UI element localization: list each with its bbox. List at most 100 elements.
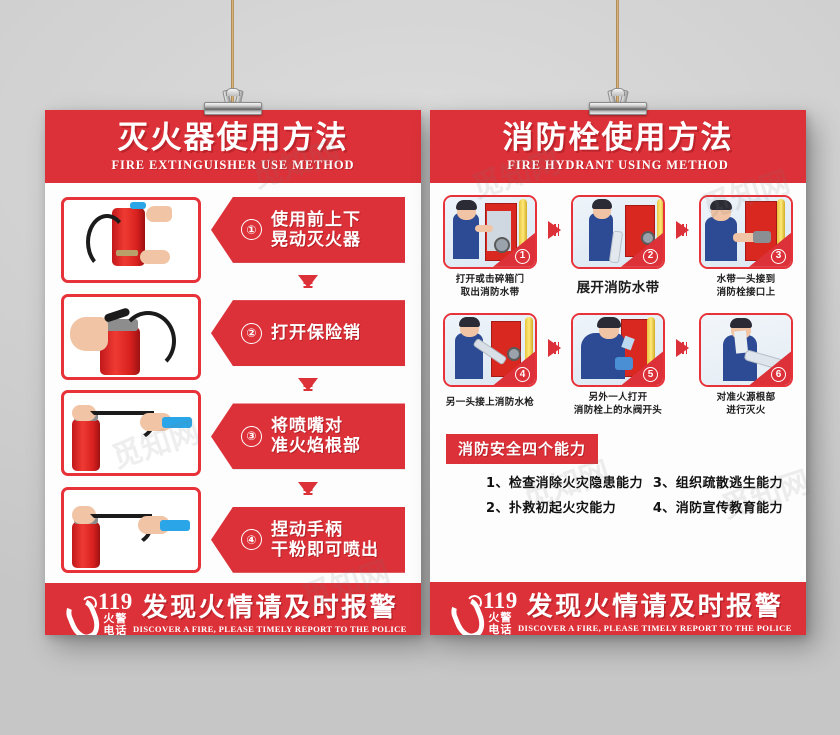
connector-2-3 xyxy=(211,373,405,397)
open-cabinet-photo: 1 xyxy=(443,194,537,269)
hydrant-arrow-1-2 xyxy=(537,195,571,265)
ability-item-2: 2、扑救初起火灾能力 xyxy=(486,501,617,517)
step-2-line1: 打开保险销 xyxy=(271,323,361,344)
right-arrow-icon xyxy=(547,220,561,239)
hydrant-row-2: 4 另一头接上消防水枪 xyxy=(443,313,793,418)
hydrant-steps-grid: 1 打开或击碎箱门 取出消防水带 xyxy=(430,183,806,424)
footer-slogan: 发现火情请及时报警 Discover a fire, please timely… xyxy=(133,594,421,634)
down-arrow-icon xyxy=(298,378,318,392)
down-arrow-icon xyxy=(298,275,318,289)
hanging-cord-left xyxy=(231,0,234,102)
emergency-label: 火警 电话 xyxy=(103,612,128,635)
caption-1-line2: 取出消防水带 xyxy=(460,286,520,298)
extinguisher-arrow-column: ① 使用前上下 晃动灭火器 ② 打开保险销 xyxy=(211,196,405,573)
footer-slogan: 发现火情请及时报警 Discover a fire, please timely… xyxy=(518,593,806,633)
arrow-stem xyxy=(677,342,687,355)
caption-6-line2: 进行灭火 xyxy=(726,405,766,417)
footer-slogan-en: Discover a fire, please timely report to… xyxy=(132,624,407,635)
hydrant-caption-6: 对准火源根部 进行灭火 xyxy=(699,392,793,418)
connector-3-4 xyxy=(211,476,405,500)
hydrant-title-cn: 消防栓使用方法 xyxy=(502,120,734,156)
abilities-list: 1、检查消除火灾隐患能力 3、组织疏散逃生能力 2、扑救初起火灾能力 4、消防宣… xyxy=(446,472,790,516)
hydrant-caption-5: 另外一人打开 消防栓上的水阀开头 xyxy=(571,392,665,418)
hydrant-arrow-4-5 xyxy=(537,313,571,383)
aim-nozzle-photo xyxy=(61,390,201,477)
step-6-number: 6 xyxy=(771,367,786,383)
emergency-label-line1: 火警 xyxy=(488,610,513,624)
hydrant-step-4: 4 另一头接上消防水枪 xyxy=(443,313,537,410)
binder-clip-left xyxy=(204,88,262,115)
hydrant-caption-1: 打开或击碎箱门 取出消防水带 xyxy=(443,274,537,300)
step-1-text: 使用前上下 晃动灭火器 xyxy=(271,210,361,250)
extinguisher-steps: ① 使用前上下 晃动灭火器 ② 打开保险销 xyxy=(45,183,421,583)
hanging-cord-right xyxy=(616,0,619,102)
down-arrow-icon xyxy=(298,481,318,495)
hydrant-footer: 119 火警 电话 发现火情请及时报警 Discover a fire, ple… xyxy=(430,581,806,635)
emergency-label-line2: 电话 xyxy=(103,624,128,635)
poster-fire-hydrant: 消防栓使用方法 Fire Hydrant Using Method xyxy=(430,110,806,635)
connector-1-2 xyxy=(211,270,405,294)
attach-nozzle-photo: 4 xyxy=(443,313,537,388)
connect-hose-photo: 3 xyxy=(699,194,793,269)
step-2-number: 2 xyxy=(643,248,658,264)
squeeze-handle-photo xyxy=(61,486,201,573)
extinguisher-step-1: ① 使用前上下 晃动灭火器 xyxy=(211,196,405,263)
caption-3-line2: 消防栓接口上 xyxy=(716,286,776,298)
arrow-stem xyxy=(677,223,687,236)
caption-4-line1: 另一头接上消防水枪 xyxy=(445,397,535,409)
arrow-stem xyxy=(303,381,313,392)
right-arrow-icon xyxy=(547,339,561,358)
hydrant-header: 消防栓使用方法 Fire Hydrant Using Method xyxy=(430,110,806,183)
step-1-number: ① xyxy=(241,219,262,241)
ability-item-1: 1、检查消除火灾隐患能力 xyxy=(486,476,643,492)
abilities-title: 消防安全四个能力 xyxy=(446,434,599,465)
step-4-text: 捏动手柄 干粉即可喷出 xyxy=(271,520,379,560)
caption-5-line2: 消防栓上的水阀开头 xyxy=(573,405,663,417)
open-valve-photo: 5 xyxy=(571,313,665,388)
caption-6-line1: 对准火源根部 xyxy=(716,392,776,404)
hydrant-caption-3: 水带一头接到 消防栓接口上 xyxy=(699,274,793,300)
hydrant-caption-2: 展开消防水带 xyxy=(571,274,665,297)
emergency-label: 火警 电话 xyxy=(488,610,513,635)
footer-slogan-cn: 发现火情请及时报警 xyxy=(141,593,399,624)
hydrant-caption-4: 另一头接上消防水枪 xyxy=(443,392,537,410)
step-3-text: 将喷嘴对 准火焰根部 xyxy=(271,416,361,456)
emergency-label-line2: 电话 xyxy=(488,623,513,635)
extinguisher-step-2: ② 打开保险销 xyxy=(211,300,405,367)
step-3-line2: 准火焰根部 xyxy=(271,436,361,457)
poster-fire-extinguisher: 灭火器使用方法 Fire Extinguisher Use Method xyxy=(45,110,421,635)
clip-bar xyxy=(204,102,262,115)
step-3-number: ③ xyxy=(241,425,262,447)
step-2-text: 打开保险销 xyxy=(271,323,361,343)
pull-pin-photo xyxy=(61,293,201,380)
caption-3-line1: 水带一头接到 xyxy=(716,273,776,285)
extinguisher-header: 灭火器使用方法 Fire Extinguisher Use Method xyxy=(45,110,421,183)
emergency-badge: 119 火警 电话 xyxy=(62,590,133,635)
caption-1-line1: 打开或击碎箱门 xyxy=(455,273,525,285)
hydrant-step-3: 3 水带一头接到 消防栓接口上 xyxy=(699,194,793,300)
extinguisher-title-en: Fire Extinguisher Use Method xyxy=(111,157,355,172)
step-1-number: 1 xyxy=(515,248,530,264)
hydrant-arrow-5-6 xyxy=(665,313,699,383)
hydrant-title-en: Fire Hydrant Using Method xyxy=(507,157,729,172)
phone-icon xyxy=(62,595,105,635)
hydrant-step-1: 1 打开或击碎箱门 取出消防水带 xyxy=(443,194,537,300)
step-1-line1: 使用前上下 xyxy=(271,209,361,230)
right-arrow-icon xyxy=(675,220,689,239)
hydrant-step-2: 2 展开消防水带 xyxy=(571,194,665,297)
unroll-hose-photo: 2 xyxy=(571,194,665,269)
arrow-stem xyxy=(303,484,313,495)
ability-item-4: 4、消防宣传教育能力 xyxy=(652,501,783,517)
step-3-number: 3 xyxy=(771,248,786,264)
clip-bar xyxy=(589,102,647,115)
step-1-line2: 晃动灭火器 xyxy=(271,229,361,250)
footer-slogan-en: Discover a fire, please timely report to… xyxy=(517,623,792,634)
arrow-stem xyxy=(549,342,559,355)
extinguisher-title-cn: 灭火器使用方法 xyxy=(117,120,349,156)
extinguisher-step-3: ③ 将喷嘴对 准火焰根部 xyxy=(211,403,405,470)
caption-5-line1: 另外一人打开 xyxy=(588,392,648,404)
shake-extinguisher-photo xyxy=(61,196,201,283)
arrow-stem xyxy=(549,223,559,236)
binder-clip-right xyxy=(589,88,647,115)
